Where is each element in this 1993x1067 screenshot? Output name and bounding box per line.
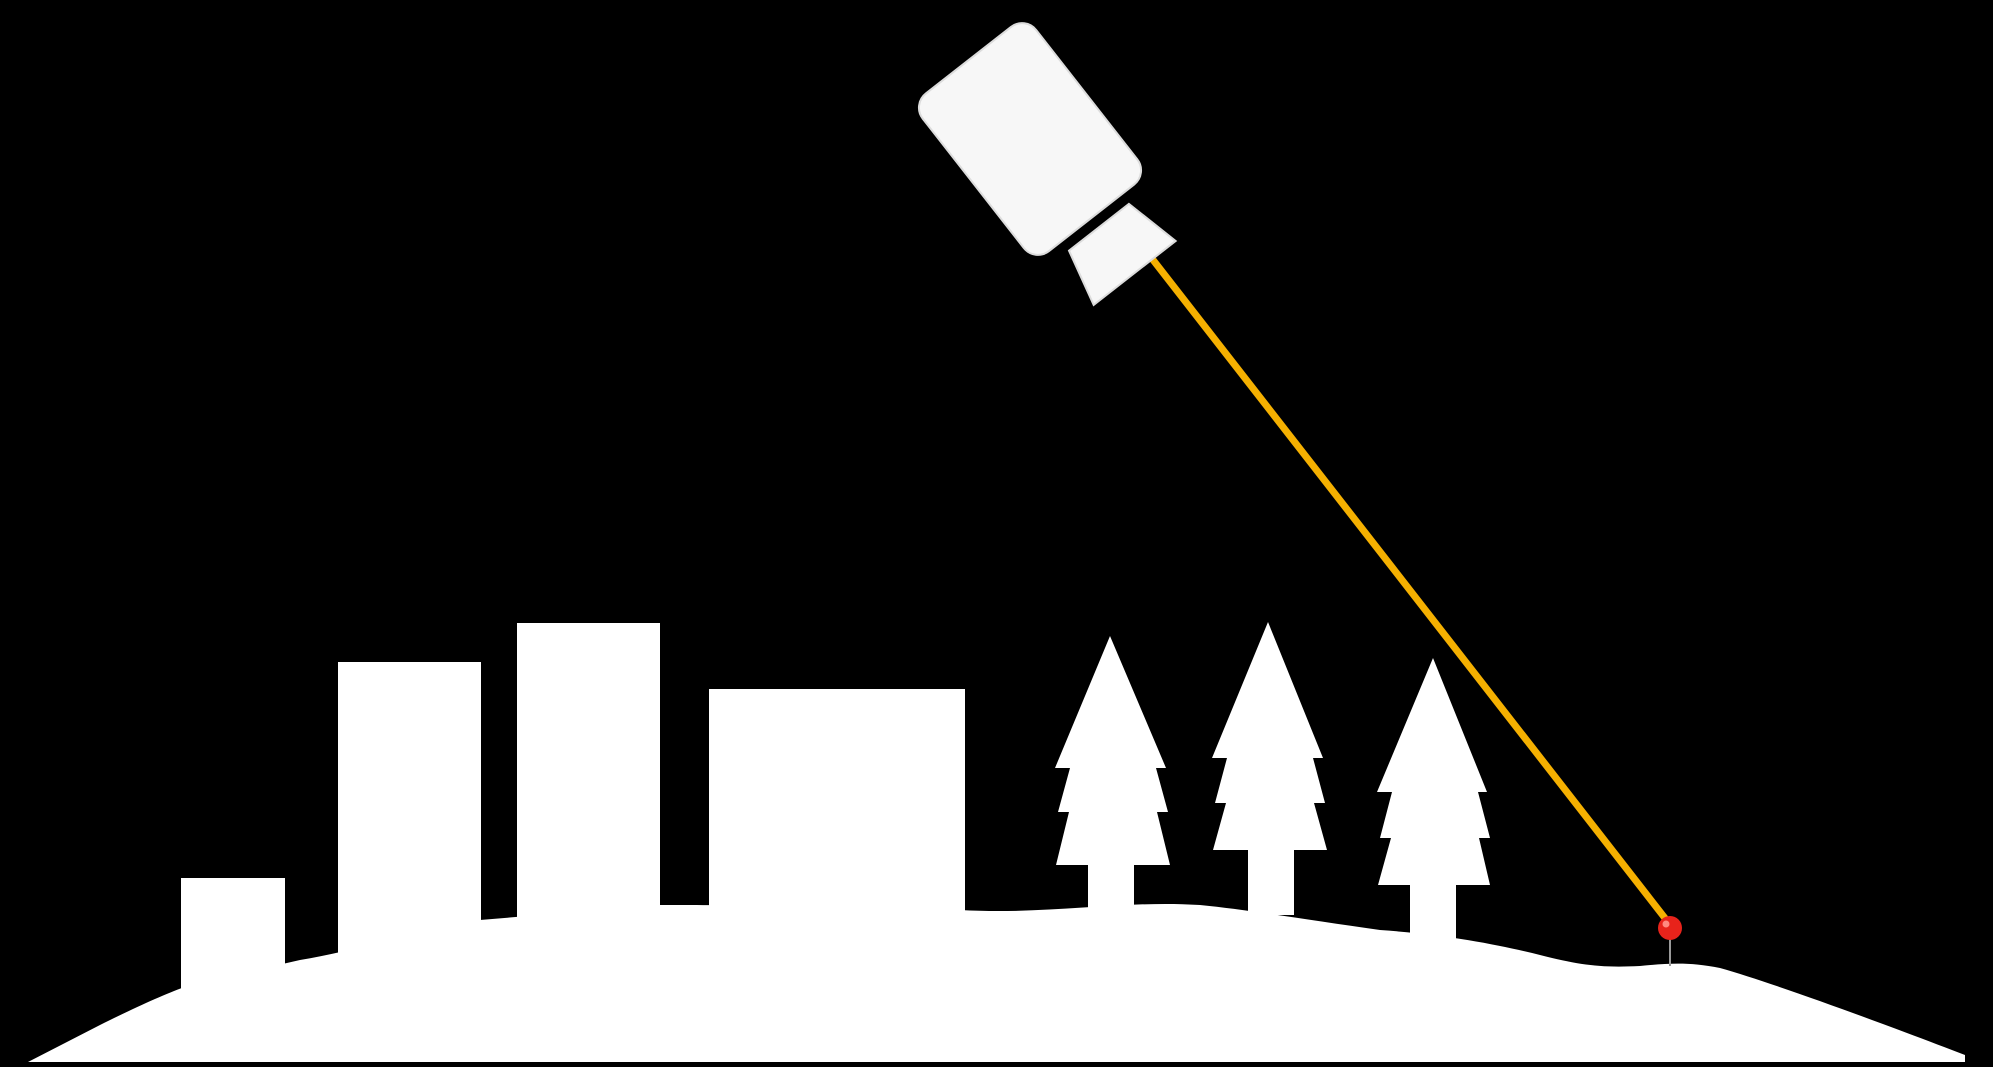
building-icon: [709, 689, 965, 927]
building-icon: [338, 662, 481, 972]
building-icon: [181, 878, 285, 998]
building-icon: [517, 623, 660, 943]
